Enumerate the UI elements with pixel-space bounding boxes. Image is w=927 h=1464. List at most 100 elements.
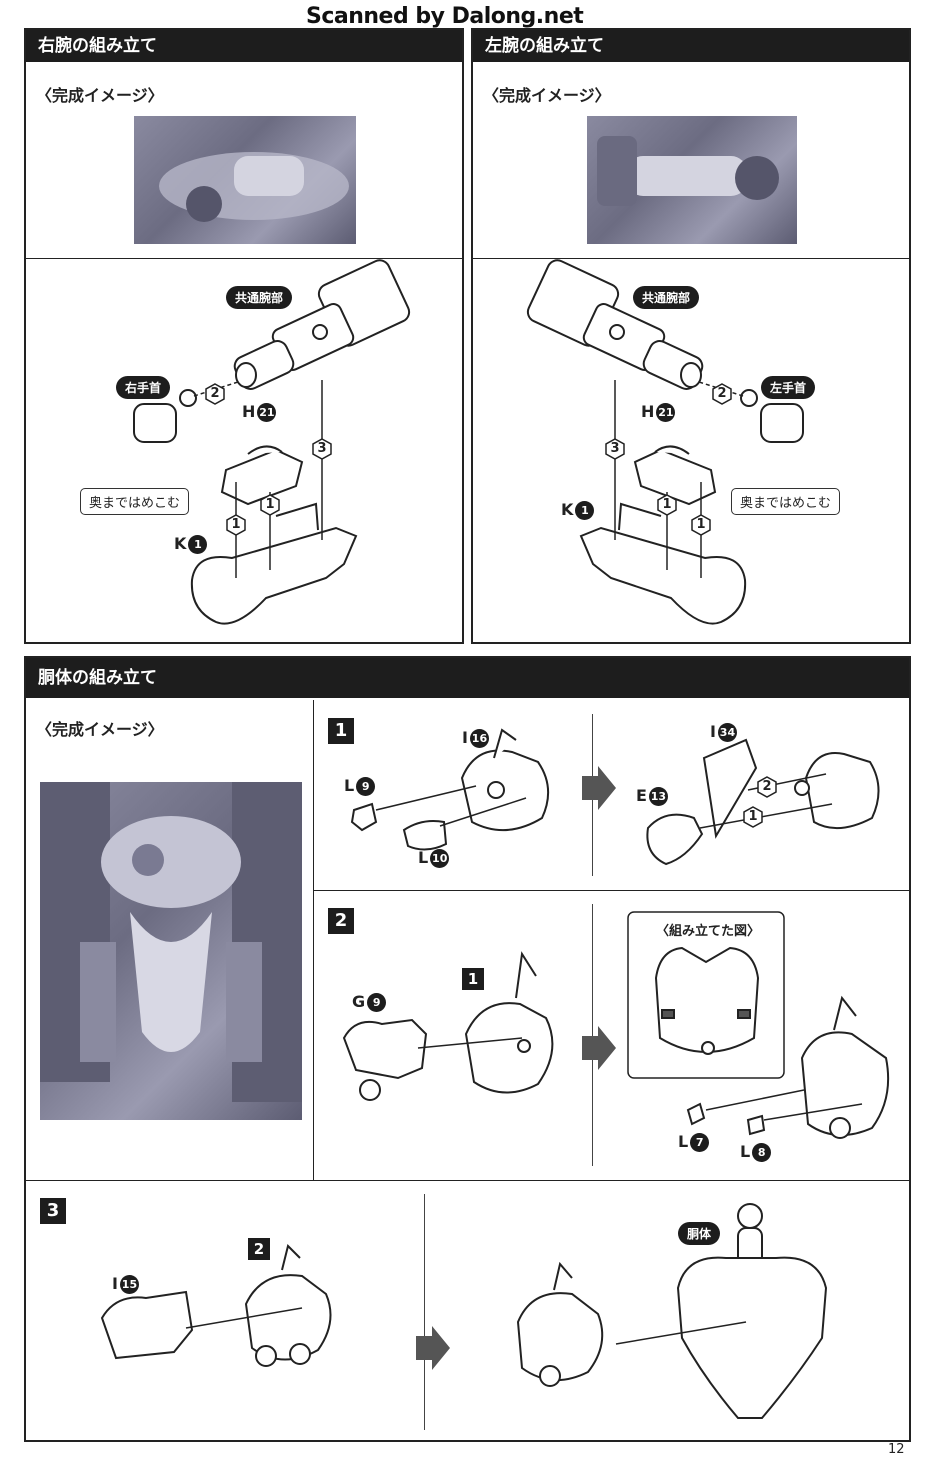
right-k1-drawing bbox=[190, 502, 358, 625]
left-h21-letter: H bbox=[641, 402, 655, 421]
step3-big-arrow bbox=[416, 1326, 450, 1370]
right-push-note: 奥まではめこむ bbox=[80, 488, 190, 515]
step3-body-drawing bbox=[676, 1203, 828, 1419]
left-step-hex-1b: 1 bbox=[656, 494, 678, 516]
step3-sub-ref: 2 bbox=[248, 1238, 270, 1260]
step3-i15-drawing bbox=[100, 1290, 194, 1360]
left-arm-photo-shape bbox=[597, 136, 779, 206]
left-step-hex-2: 2 bbox=[711, 383, 733, 405]
step3-body-tag: 胴体 bbox=[678, 1222, 721, 1245]
torso-step3-vdivider bbox=[424, 1194, 425, 1430]
right-k1-letter: K bbox=[174, 534, 187, 553]
step2-chest-drawing bbox=[464, 951, 554, 1094]
right-arm-image-label: 〈完成イメージ〉 bbox=[36, 86, 164, 105]
step2-right-arrows bbox=[705, 1089, 863, 1121]
right-common-arm-drawing bbox=[233, 259, 411, 390]
torso-photo-shape bbox=[40, 782, 302, 1102]
step1-i34-drawing bbox=[702, 738, 758, 839]
left-arm-diagram bbox=[526, 259, 804, 625]
left-common-arm-tag: 共通腕部 bbox=[633, 286, 700, 309]
right-k1-num: 1 bbox=[188, 535, 208, 554]
left-common-arm-drawing bbox=[526, 259, 704, 390]
step3-arrow-right bbox=[615, 1321, 747, 1345]
torso-title: 胴体の組み立て bbox=[26, 658, 909, 698]
step2-assembled-drawing bbox=[654, 946, 760, 1055]
right-step-hex-2: 2 bbox=[204, 383, 226, 405]
right-common-arm-tag: 共通腕部 bbox=[226, 286, 293, 309]
step3-chest-drawing bbox=[244, 1244, 332, 1367]
step1-e13-drawing bbox=[646, 813, 704, 866]
torso-step2-number: 2 bbox=[328, 908, 354, 934]
left-arm-image-label: 〈完成イメージ〉 bbox=[483, 86, 611, 105]
left-step-hex-1a: 1 bbox=[690, 514, 712, 536]
left-arm-photo bbox=[587, 116, 797, 244]
left-arm-title: 左腕の組み立て bbox=[473, 30, 909, 62]
right-arm-diagram bbox=[133, 259, 411, 625]
step2-l7-drawing bbox=[686, 1102, 706, 1126]
right-step-hex-3: 3 bbox=[311, 438, 333, 460]
torso-photo bbox=[40, 782, 302, 1120]
step2-right-drawing bbox=[800, 995, 890, 1139]
right-step-hex-1a: 1 bbox=[225, 514, 247, 536]
torso-diagram bbox=[100, 728, 890, 1419]
torso-image-label: 〈完成イメージ〉 bbox=[36, 720, 164, 739]
right-h21-letter: H bbox=[242, 402, 256, 421]
left-step-hex-3: 3 bbox=[604, 438, 626, 460]
step1-l10-drawing bbox=[402, 820, 448, 851]
step1-l9-drawing bbox=[350, 802, 378, 832]
step2-l8-drawing bbox=[746, 1114, 766, 1136]
right-hand-drawing bbox=[133, 389, 197, 443]
torso-step3-number: 3 bbox=[40, 1198, 66, 1224]
step1-arrows-left bbox=[375, 785, 527, 827]
step3-arrow-left bbox=[185, 1307, 303, 1329]
torso-step2-divider bbox=[592, 904, 593, 1166]
step3-chest-right-drawing bbox=[516, 1261, 604, 1387]
left-hand-tag: 左手首 bbox=[761, 376, 816, 399]
left-push-note: 奥まではめこむ bbox=[731, 488, 841, 515]
step2-g9-drawing bbox=[342, 1018, 428, 1101]
left-arm-panel: 左腕の組み立て 〈完成イメージ〉 bbox=[471, 28, 911, 644]
right-arm-title: 右腕の組み立て bbox=[26, 30, 462, 62]
step1-big-arrow bbox=[582, 766, 616, 810]
torso-step1-number: 1 bbox=[328, 718, 354, 744]
step1-hex-2: 2 bbox=[756, 776, 778, 798]
right-arm-divider bbox=[26, 258, 462, 259]
step2-sub-ref: 1 bbox=[462, 968, 484, 990]
step2-assembled-label: 〈組み立てた図〉 bbox=[656, 924, 761, 939]
torso-left-divider bbox=[313, 700, 314, 1180]
right-h21-num: 21 bbox=[257, 403, 277, 422]
right-hand-tag: 右手首 bbox=[116, 376, 171, 399]
left-h21-num: 21 bbox=[656, 403, 676, 422]
left-k1-letter: K bbox=[561, 500, 574, 519]
torso-panel: 胴体の組み立て 〈完成イメージ〉 1 bbox=[24, 656, 911, 1442]
left-k1-num: 1 bbox=[575, 501, 595, 520]
right-arm-panel: 右腕の組み立て 〈完成イメージ〉 bbox=[24, 28, 464, 644]
torso-mid-divider bbox=[313, 890, 909, 891]
step2-big-arrow bbox=[582, 1026, 616, 1070]
right-arm-photo bbox=[134, 116, 356, 244]
right-arm-photo-shape bbox=[159, 152, 349, 222]
right-h21-drawing bbox=[220, 445, 304, 506]
step2-arrow bbox=[417, 1037, 523, 1049]
left-h21-drawing bbox=[633, 445, 717, 506]
watermark-text: Scanned by Dalong.net bbox=[306, 4, 584, 29]
step1-chest-drawing bbox=[460, 728, 549, 832]
step1-chest-right-drawing bbox=[794, 752, 880, 829]
step1-hex-1: 1 bbox=[742, 806, 764, 828]
torso-step3-divider bbox=[26, 1180, 909, 1181]
left-k1-drawing bbox=[579, 502, 747, 625]
left-hand-drawing bbox=[740, 389, 804, 443]
right-step-hex-1b: 1 bbox=[259, 494, 281, 516]
